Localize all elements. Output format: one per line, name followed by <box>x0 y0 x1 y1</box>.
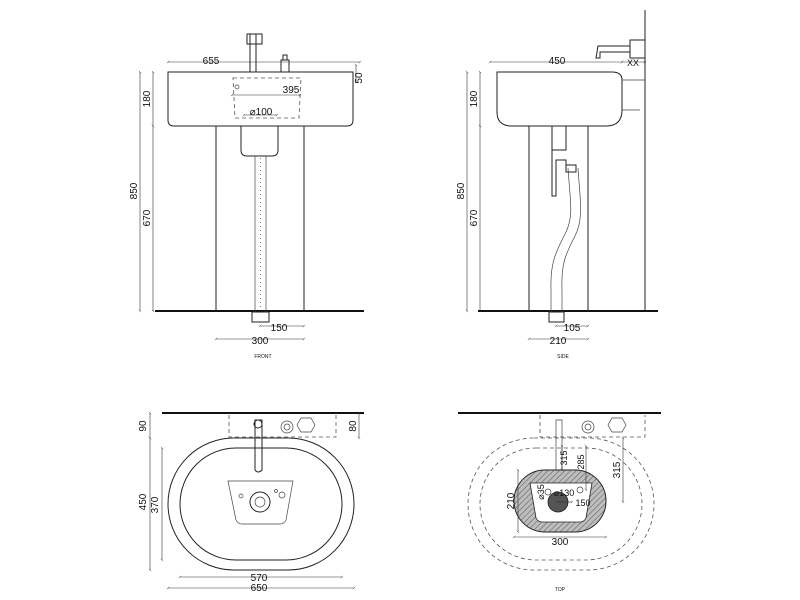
side-tap-gap-label: XX <box>627 58 639 68</box>
top-315a-label: 315 <box>559 450 569 465</box>
top-285-label: 285 <box>576 454 586 469</box>
front-siphon <box>240 126 279 157</box>
plan-basin-outer <box>167 437 355 571</box>
front-pedestal-width-label: 300 <box>252 336 269 347</box>
front-drain-offset-label: 150 <box>271 323 288 334</box>
front-view: 655 50 395 ⌀100 180 850 670 150 300 FRON… <box>129 33 365 360</box>
plan-basin-inner <box>179 447 343 561</box>
front-width-label: 655 <box>203 56 220 67</box>
front-total-height-label: 850 <box>129 182 140 199</box>
top-basin-outline <box>467 437 655 571</box>
front-drain-label: ⌀100 <box>250 107 273 118</box>
side-total-height-label: 850 <box>456 182 467 199</box>
top-300-label: 300 <box>552 537 569 548</box>
side-pedestal-depth-label: 210 <box>550 336 567 347</box>
plan-wall-gap-label: 90 <box>138 420 149 432</box>
front-bowl-hidden <box>232 77 302 119</box>
plan-outer-depth-label: 450 <box>138 493 149 510</box>
side-pipe-outlet <box>548 311 565 323</box>
plan-wall-gap-right-label: 80 <box>348 420 359 432</box>
top-drain-label: ⌀130 <box>554 488 574 498</box>
top-210-label: 210 <box>506 492 517 509</box>
plan-tap-spout <box>254 419 263 473</box>
front-pedestal-height-label: 670 <box>142 209 153 226</box>
top-caption: TOP <box>555 587 566 593</box>
front-tap-depth-label: 50 <box>354 72 365 84</box>
side-caption: SIDE <box>557 354 569 360</box>
top-150-label: 150 <box>575 498 590 508</box>
side-trap <box>551 150 577 197</box>
plan-drain <box>249 491 271 513</box>
side-pedestal-height-label: 670 <box>469 209 480 226</box>
plan-view: 90 80 450 370 570 650 <box>138 411 364 594</box>
front-tap-knob <box>280 54 290 72</box>
side-tap <box>595 39 646 59</box>
plan-inner-depth-label: 370 <box>150 496 161 513</box>
front-drain-pipe <box>254 156 267 312</box>
front-bowl-width-label: 395 <box>283 85 300 96</box>
side-depth-label: 450 <box>549 56 566 67</box>
front-basin <box>167 71 354 127</box>
front-overflow <box>234 84 240 90</box>
top-pipe-label: ⌀35 <box>536 484 546 499</box>
front-caption: FRONT <box>254 354 271 360</box>
side-basin <box>496 71 623 127</box>
plan-wall-fixing <box>296 417 316 433</box>
plan-inner-width-label: 570 <box>251 573 268 584</box>
top-view: 315 285 315 210 ⌀35 ⌀130 150 300 TOP <box>458 412 661 593</box>
plan-trough <box>227 480 294 525</box>
top-315b-label: 315 <box>612 461 623 478</box>
front-basin-height-label: 180 <box>142 90 153 107</box>
plan-outer-width-label: 650 <box>251 583 268 594</box>
side-drain-pipe <box>550 167 572 312</box>
front-pipe-outlet <box>251 311 270 323</box>
side-view: 450 XX 180 850 670 105 210 SIDE <box>456 10 658 360</box>
side-basin-height-label: 180 <box>469 90 480 107</box>
side-siphon <box>551 126 567 151</box>
side-drain-offset-label: 105 <box>564 323 581 334</box>
side-pedestal <box>528 126 589 311</box>
front-pedestal <box>215 126 305 311</box>
front-tap <box>246 33 263 72</box>
